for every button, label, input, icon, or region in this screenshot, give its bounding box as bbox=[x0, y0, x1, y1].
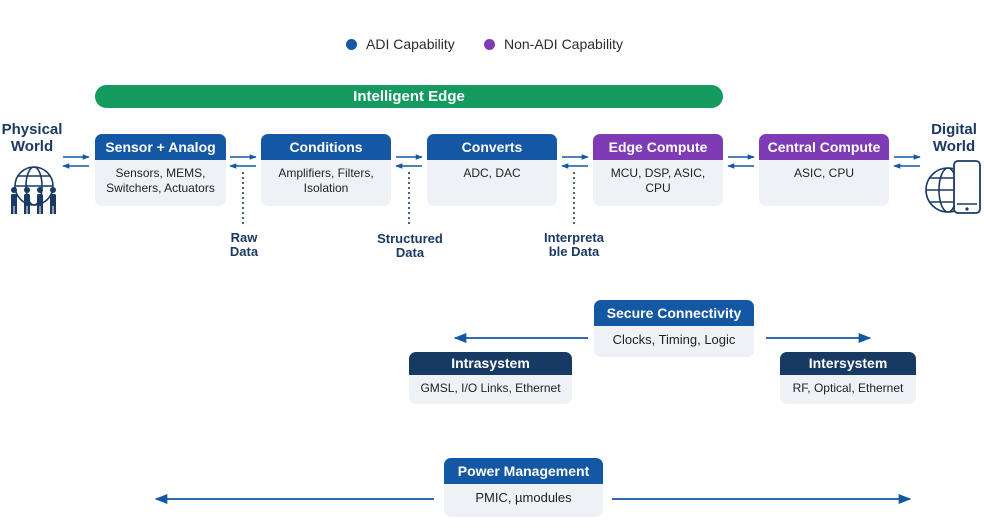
raw-data-label: Raw Data bbox=[214, 231, 274, 259]
central-compute-title: Central Compute bbox=[759, 134, 889, 160]
chain-double-arrows bbox=[62, 154, 921, 169]
physical-world-line1: Physical bbox=[1, 121, 63, 138]
digital-world-line2: World bbox=[932, 138, 976, 155]
sensor-analog-line2: Switchers, Actuators bbox=[106, 181, 215, 195]
data-dotted-lines bbox=[242, 172, 575, 226]
double-arrow-physical-sensor bbox=[62, 154, 90, 169]
double-arrow-converts-edge bbox=[561, 154, 589, 169]
double-arrow-central-digital bbox=[893, 154, 921, 169]
power-management-body: PMIC, µmodules bbox=[475, 490, 572, 505]
edge-compute-title: Edge Compute bbox=[593, 134, 723, 160]
power-management-box: Power Management PMIC, µmodules bbox=[444, 458, 603, 517]
legend-adi: ADI Capability bbox=[346, 36, 455, 52]
intersystem-box: Intersystem RF, Optical, Ethernet bbox=[780, 352, 916, 404]
raw-data-line2: Data bbox=[229, 244, 259, 259]
digital-world-label: Digital World bbox=[922, 121, 984, 155]
adi-dot-icon bbox=[346, 38, 357, 50]
edge-compute-line2: CPU bbox=[645, 181, 671, 195]
edge-compute-line1: MCU, DSP, ASIC, bbox=[610, 166, 706, 180]
intrasystem-body: GMSL, I/O Links, Ethernet bbox=[420, 381, 561, 395]
structured-data-line2: Data bbox=[395, 245, 425, 260]
conditions-body: Amplifiers, Filters, Isolation bbox=[261, 160, 391, 196]
interpretable-data-label: Interpreta ble Data bbox=[533, 231, 615, 259]
physical-world-line2: World bbox=[10, 138, 54, 155]
power-management-title: Power Management bbox=[444, 458, 603, 484]
structured-data-line1: Structured bbox=[377, 231, 443, 246]
converts-box: Converts ADC, DAC bbox=[427, 134, 557, 206]
secure-connectivity-box: Secure Connectivity Clocks, Timing, Logi… bbox=[594, 300, 754, 357]
converts-title: Converts bbox=[427, 134, 557, 160]
structured-data-label: Structured Data bbox=[368, 232, 452, 260]
conditions-line2: Isolation bbox=[303, 181, 349, 195]
secure-connectivity-title: Secure Connectivity bbox=[594, 300, 754, 326]
intersystem-body: RF, Optical, Ethernet bbox=[792, 381, 904, 395]
raw-data-line1: Raw bbox=[230, 230, 258, 245]
sensor-analog-title: Sensor + Analog bbox=[95, 134, 226, 160]
intersystem-title: Intersystem bbox=[780, 352, 916, 375]
central-compute-body: ASIC, CPU bbox=[759, 160, 889, 181]
non-adi-dot-icon bbox=[484, 38, 495, 50]
central-compute-line1: ASIC, CPU bbox=[793, 166, 854, 180]
legend-non-adi: Non-ADI Capability bbox=[484, 36, 623, 52]
conditions-line1: Amplifiers, Filters, bbox=[278, 166, 374, 180]
conditions-box: Conditions Amplifiers, Filters, Isolatio… bbox=[261, 134, 391, 206]
secure-connectivity-body: Clocks, Timing, Logic bbox=[612, 332, 736, 347]
people-globe-icon bbox=[11, 166, 56, 214]
globe-phone-icon bbox=[925, 160, 981, 214]
double-arrow-sensor-conditions bbox=[229, 154, 257, 169]
edge-compute-body: MCU, DSP, ASIC, CPU bbox=[593, 160, 723, 196]
interpretable-data-line1: Interpreta bbox=[544, 230, 604, 245]
double-arrow-edge-central bbox=[727, 154, 755, 169]
legend-adi-label: ADI Capability bbox=[366, 36, 455, 52]
central-compute-box: Central Compute ASIC, CPU bbox=[759, 134, 889, 206]
sensor-analog-line1: Sensors, MEMS, bbox=[115, 166, 206, 180]
converts-line1: ADC, DAC bbox=[463, 166, 521, 180]
physical-world-label: Physical World bbox=[0, 121, 64, 155]
intelligent-edge-bar: Intelligent Edge bbox=[95, 85, 723, 108]
sensor-analog-box: Sensor + Analog Sensors, MEMS, Switchers… bbox=[95, 134, 226, 206]
edge-compute-box: Edge Compute MCU, DSP, ASIC, CPU bbox=[593, 134, 723, 206]
converts-body: ADC, DAC bbox=[427, 160, 557, 181]
sensor-analog-body: Sensors, MEMS, Switchers, Actuators bbox=[95, 160, 226, 196]
interpretable-data-line2: ble Data bbox=[548, 244, 600, 259]
intrasystem-title: Intrasystem bbox=[409, 352, 572, 375]
conditions-title: Conditions bbox=[261, 134, 391, 160]
digital-world-line1: Digital bbox=[931, 121, 977, 138]
double-arrow-conditions-converts bbox=[395, 154, 423, 169]
intrasystem-box: Intrasystem GMSL, I/O Links, Ethernet bbox=[409, 352, 572, 404]
legend-non-adi-label: Non-ADI Capability bbox=[504, 36, 624, 52]
